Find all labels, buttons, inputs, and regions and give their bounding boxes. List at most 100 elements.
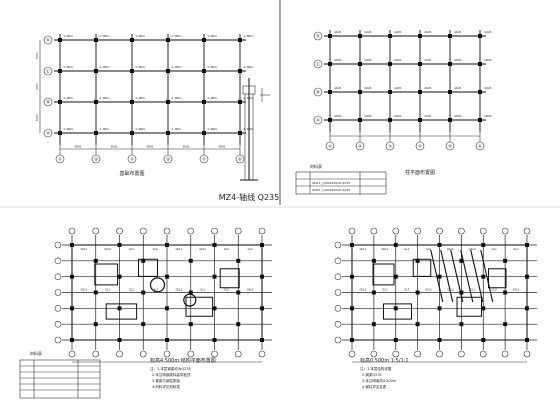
column-mark: [236, 258, 241, 263]
beam-tag: GL2: [129, 288, 134, 292]
detail-caption: MZ4-轴线 Q235: [219, 192, 279, 202]
member-tag: A--MZ4: [135, 34, 145, 38]
opening-box: [456, 296, 482, 317]
column-mark: [202, 100, 206, 104]
axis-bubble: [163, 350, 171, 358]
axis-bubble: [258, 350, 266, 358]
axis-label: ⑥: [478, 144, 482, 149]
axis-label: ⑤: [202, 157, 206, 162]
axis-bubble: [211, 227, 218, 235]
column-mark: [117, 274, 122, 279]
member-tag: A--MZ4: [207, 34, 217, 38]
column-mark: [481, 274, 486, 279]
table-row-2: GKZ2 □200x200x6 Q235: [312, 188, 350, 192]
column-mark: [358, 118, 362, 122]
member-tag: A--MZ4: [171, 127, 181, 131]
beam-tag: GKL2: [469, 247, 476, 251]
column-mark: [525, 306, 529, 311]
column-mark: [70, 338, 74, 342]
axis-label: Ⓒ: [316, 61, 320, 67]
column-mark: [481, 306, 486, 311]
column-mark: [188, 258, 193, 263]
member-tag: A--MZ4: [99, 127, 109, 131]
member-tag: GKZ1: [424, 114, 431, 118]
column-mark: [130, 69, 134, 73]
member-tag: A--MZ4: [135, 127, 145, 131]
column-mark: [415, 290, 420, 295]
axis-bubble: [334, 336, 342, 344]
column-mark: [70, 274, 74, 279]
member-tag: GKZ1: [424, 58, 431, 62]
column-mark: [212, 306, 217, 311]
dimension-text: 6000: [219, 145, 226, 149]
table-title-bl: 材料表: [30, 350, 42, 356]
dimension-text: 6000: [35, 114, 39, 121]
axis-label: ②: [94, 157, 98, 162]
beam-tag: GL2: [153, 247, 158, 251]
axis-bubble: [55, 154, 65, 164]
column-mark: [238, 100, 242, 104]
member-tag: A--MZ4: [135, 65, 145, 69]
axis-bubble: [523, 350, 531, 358]
note-bl-2: 2.未注明钢梁标高同板顶: [152, 372, 191, 377]
column-mark: [388, 118, 392, 122]
axis-label: ①: [328, 144, 332, 149]
beam-tag: GKL1: [175, 247, 182, 251]
note-br-1: 注：1.本层结构详图: [360, 366, 392, 371]
axis-label: ④: [166, 157, 170, 162]
panel-top-left: A--MZ4A--MZ4A--MZ4A--MZ4A--MZ4A--MZ4A--M…: [35, 34, 279, 202]
axis-bubble: [54, 320, 62, 328]
beam-tag: GKL1: [447, 247, 454, 251]
axis-bubble: [313, 31, 323, 41]
note-bl-1: 注：1.本层钢梁均为Q235: [150, 366, 191, 371]
column-mark: [481, 243, 486, 247]
beam-tag: GL1: [382, 288, 387, 292]
axis-bubble: [68, 227, 76, 235]
column-mark: [236, 290, 241, 295]
column-mark: [260, 306, 264, 311]
column-mark: [388, 90, 392, 94]
column-mark: [165, 306, 169, 311]
axis-bubble: [43, 128, 53, 138]
column-mark: [478, 34, 482, 38]
notes-br: 注：1.本层结构详图 2.钢梁Q235 3.未注明者同4.500m 4.钢柱详见…: [360, 366, 397, 389]
member-tag: GKZ1: [334, 30, 341, 34]
column-mark: [437, 338, 442, 342]
axis-bubble: [54, 289, 62, 296]
axis-bubble: [235, 154, 245, 164]
column-mark: [260, 274, 264, 279]
axis-bubble: [370, 350, 378, 358]
column-mark: [202, 131, 206, 135]
member-tag: GKZ1: [424, 86, 431, 90]
member-tag: GKZ1: [364, 58, 371, 62]
member-tag: GKZ1: [394, 30, 401, 34]
column-mark: [350, 243, 354, 247]
axis-bubble: [234, 350, 242, 358]
axis-bubble: [348, 227, 356, 235]
note-bl-3: 3.钢梁与钢柱刚接: [152, 378, 180, 383]
column-mark: [58, 69, 62, 73]
column-mark: [94, 38, 98, 42]
axis-bubble: [523, 227, 531, 235]
axis-bubble: [116, 350, 123, 358]
column-mark: [188, 290, 193, 295]
column-mark: [350, 306, 354, 311]
axis-bubble: [92, 227, 100, 235]
column-mark: [415, 258, 420, 263]
axis-bubble: [313, 87, 323, 97]
circular-opening: [183, 293, 197, 307]
member-tag: A--MZ4: [171, 34, 181, 38]
column-mark: [525, 338, 529, 342]
member-tag: GKZ1: [394, 58, 401, 62]
column-mark: [393, 338, 398, 342]
axis-bubble: [445, 141, 455, 151]
sloped-beam: [480, 249, 494, 303]
column-mark: [358, 90, 362, 94]
column-mark: [141, 290, 146, 295]
column-mark: [94, 100, 98, 104]
axis-bubble: [54, 336, 62, 344]
member-tag: GKZ1: [424, 30, 431, 34]
axis-bubble: [348, 350, 356, 358]
column-mark: [503, 322, 508, 327]
axis-label: Ⓓ: [316, 33, 320, 39]
